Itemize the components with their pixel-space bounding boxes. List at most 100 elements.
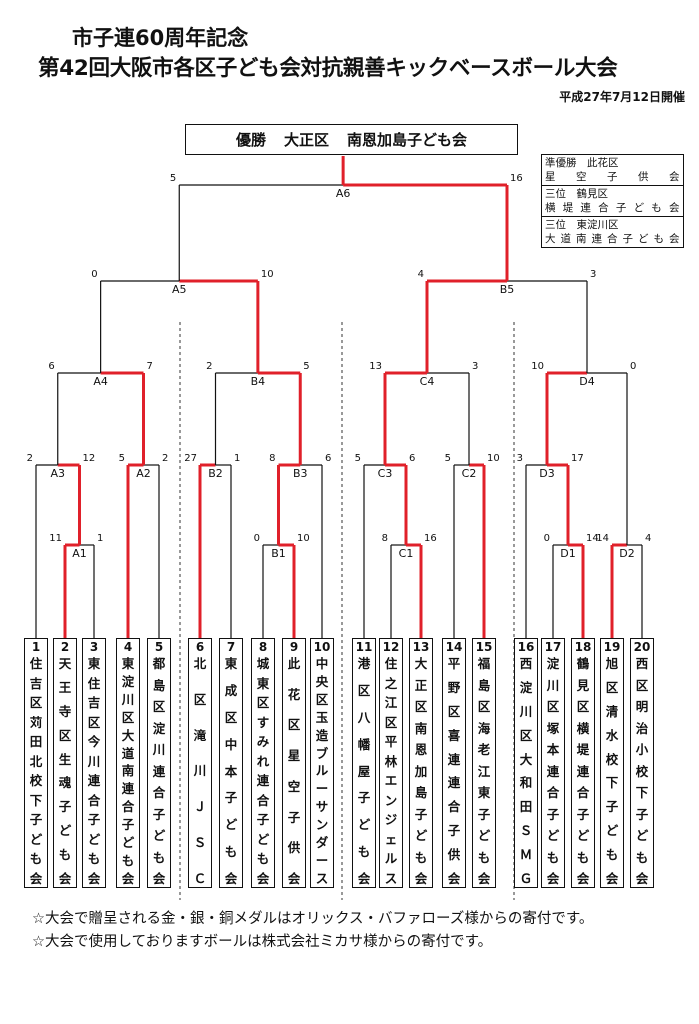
team-box: 8 城東区すみれ連合子ども会 [251,638,275,888]
score-left-D1: 0 [544,533,550,544]
score-right-C2: 10 [487,453,500,464]
team-name: 港区八幡屋子ども会 [357,656,371,886]
score-left-A3: 2 [27,453,33,464]
match-label-A4: A4 [93,375,108,388]
match-label-D1: D1 [560,547,575,560]
score-right-D3: 17 [571,453,584,464]
team-number: 19 [603,640,621,654]
score-right-B4: 5 [303,361,309,372]
award-rank: 準優勝 [545,157,577,169]
match-label-C1: C1 [399,547,414,560]
award-third-1: 三位 鶴見区 横堤連合子ども会 [542,186,683,217]
team-name: 天王寺区生魂子ども会 [58,656,72,886]
team-name: 東成区中本子ども会 [224,656,238,886]
team-name: 西区明治小校下子ども会 [635,656,649,886]
team-number: 10 [313,640,331,654]
team-name: 城東区すみれ連合子ども会 [256,656,270,886]
team-number: 17 [544,640,562,654]
score-left-B2: 27 [184,453,197,464]
score-left-C2: 5 [445,453,451,464]
score-left-B4: 2 [206,361,212,372]
award-team: 横堤連合子ども会 [545,202,680,214]
match-label-C2: C2 [462,467,477,480]
score-right-D1: 14 [586,533,599,544]
score-left-A6: 5 [170,173,176,184]
match-label-C3: C3 [378,467,393,480]
team-name: 福島区海老江東子ども会 [477,656,491,886]
award-ward: 東淀川区 [576,219,619,231]
score-right-B1: 10 [297,533,310,544]
score-left-B1: 0 [254,533,260,544]
award-ward: 鶴見区 [576,188,609,200]
note-medals: ☆大会で贈呈される金・銀・銅メダルはオリックス・バファローズ様からの寄付です。 [32,911,594,927]
team-number: 7 [226,640,236,654]
team-name: 鶴見区横堤連合子ども会 [576,656,590,886]
score-right-D4: 0 [630,361,636,372]
award-rank: 三位 [545,219,566,231]
team-number: 14 [445,640,463,654]
champion-ward: 大正区 [283,131,329,149]
match-label-D4: D4 [579,375,594,388]
score-right-C4: 3 [472,361,478,372]
team-number: 4 [123,640,133,654]
team-box: 20 西区明治小校下子ども会 [630,638,654,888]
team-box: 4 東淀川区大道南連合子ども会 [116,638,140,888]
team-number: 16 [517,640,535,654]
award-third-2: 三位 東淀川区 大道南連合子ども会 [542,217,683,247]
match-label-A1: A1 [72,547,87,560]
score-right-B3: 6 [325,453,331,464]
award-runner-up: 準優勝 此花区 星空子供会 [542,155,683,186]
score-right-A3: 12 [83,453,96,464]
score-right-A5: 10 [261,269,274,280]
score-right-A1: 1 [97,533,103,544]
team-number: 11 [355,640,373,654]
score-left-B3: 8 [269,453,275,464]
team-name: 東淀川区大道南連合子ども会 [121,656,135,886]
score-right-A6: 16 [510,173,523,184]
team-number: 20 [633,640,651,654]
score-left-D2: 14 [596,533,609,544]
team-box: 10 中央区玉造ブルーサンダース [310,638,334,888]
match-label-A5: A5 [172,283,187,296]
title-line-1: 市子連60周年記念 [72,26,249,50]
team-number: 2 [60,640,70,654]
team-name: 中央区玉造ブルーサンダース [315,656,329,886]
title-line-2: 第42回大阪市各区子ども会対抗親善キックベースボール大会 [38,56,618,81]
team-name: 住之江区平林エンジェルス [384,656,398,886]
score-left-A2: 5 [119,453,125,464]
team-name: 旭区清水校下子ども会 [605,656,619,886]
award-team: 星空子供会 [545,171,680,183]
team-number: 13 [412,640,430,654]
match-label-A2: A2 [136,467,151,480]
match-label-B4: B4 [251,375,266,388]
team-box: 11 港区八幡屋子ども会 [352,638,376,888]
team-number: 9 [289,640,299,654]
match-label-A6: A6 [336,187,351,200]
champion-label: 優勝 [235,131,266,149]
team-number: 8 [258,640,268,654]
score-right-D2: 4 [645,533,651,544]
score-left-B5: 4 [418,269,424,280]
score-left-C1: 8 [382,533,388,544]
awards-box: 準優勝 此花区 星空子供会 三位 鶴見区 横堤連合子ども会 三位 東淀川区 大道… [541,154,684,248]
team-name: 住吉区苅田北校下子ども会 [29,656,43,886]
match-label-B5: B5 [500,283,515,296]
match-label-D3: D3 [539,467,554,480]
score-right-C1: 16 [424,533,437,544]
award-rank: 三位 [545,188,566,200]
score-right-A4: 7 [147,361,153,372]
team-number: 5 [154,640,164,654]
score-right-B5: 3 [590,269,596,280]
match-label-B1: B1 [271,547,286,560]
